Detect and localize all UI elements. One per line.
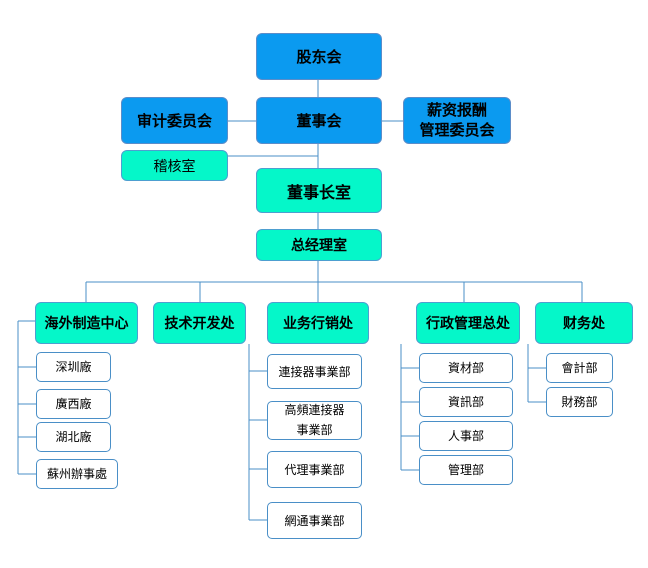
sub-unit-label: 深圳廠 <box>55 360 92 374</box>
gm-office-box: 总经理室 <box>256 229 382 261</box>
sub-unit-box: 深圳廠 <box>36 352 111 382</box>
audit-committee-label: 审计委员会 <box>136 112 212 130</box>
board-label: 董事会 <box>296 112 342 130</box>
division-label: 技术开发处 <box>164 316 235 332</box>
sub-unit-box: 廣西廠 <box>36 389 111 419</box>
sub-unit-box: 會計部 <box>546 353 613 383</box>
compensation-committee-box: 薪资报酬 管理委员会 <box>403 97 511 144</box>
sub-unit-label: 連接器事業部 <box>278 364 351 379</box>
sub-unit-label: 網通事業部 <box>284 513 345 528</box>
board-box: 董事会 <box>256 97 382 144</box>
sub-unit-label: 蘇州辦事處 <box>46 467 107 481</box>
sub-unit-box: 網通事業部 <box>267 502 362 539</box>
sub-unit-label: 湖北廠 <box>55 430 92 444</box>
sub-unit-label: 資訊部 <box>447 395 484 409</box>
sub-unit-label: 人事部 <box>447 429 484 443</box>
sub-unit-box: 蘇州辦事處 <box>36 459 118 489</box>
sub-unit-box: 財務部 <box>546 387 613 417</box>
sub-unit-box: 資材部 <box>419 353 513 383</box>
division-overseas-manufacturing: 海外制造中心 <box>35 302 138 344</box>
sub-unit-box: 高頻連接器 事業部 <box>267 401 362 440</box>
sub-unit-box: 資訊部 <box>419 387 513 417</box>
sub-unit-box: 代理事業部 <box>267 451 362 488</box>
division-business-marketing: 业务行销处 <box>267 302 369 344</box>
sub-unit-label: 高頻連接器 事業部 <box>284 403 345 437</box>
sub-unit-box: 連接器事業部 <box>267 354 362 389</box>
internal-audit-label: 稽核室 <box>153 158 196 175</box>
division-tech-development: 技术开发处 <box>153 302 246 344</box>
chairman-office-label: 董事长室 <box>286 182 351 202</box>
sub-unit-box: 人事部 <box>419 421 513 451</box>
sub-unit-label: 廣西廠 <box>55 397 92 411</box>
sub-unit-box: 湖北廠 <box>36 422 111 452</box>
shareholders-box: 股东会 <box>256 33 382 80</box>
division-label: 行政管理总处 <box>426 316 510 332</box>
sub-unit-box: 管理部 <box>419 455 513 485</box>
gm-office-label: 总经理室 <box>291 238 347 254</box>
division-label: 业务行销处 <box>283 316 353 332</box>
internal-audit-box: 稽核室 <box>121 150 228 181</box>
audit-committee-box: 审计委员会 <box>121 97 228 144</box>
division-label: 财务处 <box>563 316 605 332</box>
division-finance: 财务处 <box>535 302 633 344</box>
shareholders-label: 股东会 <box>296 48 342 66</box>
sub-unit-label: 財務部 <box>561 395 598 409</box>
sub-unit-label: 代理事業部 <box>284 462 345 477</box>
division-label: 海外制造中心 <box>44 316 129 332</box>
division-administration: 行政管理总处 <box>416 302 520 344</box>
sub-unit-label: 管理部 <box>447 463 484 477</box>
chairman-office-box: 董事长室 <box>256 168 382 213</box>
compensation-committee-label: 薪资报酬 管理委员会 <box>419 101 495 139</box>
sub-unit-label: 資材部 <box>447 361 484 375</box>
sub-unit-label: 會計部 <box>561 361 598 375</box>
